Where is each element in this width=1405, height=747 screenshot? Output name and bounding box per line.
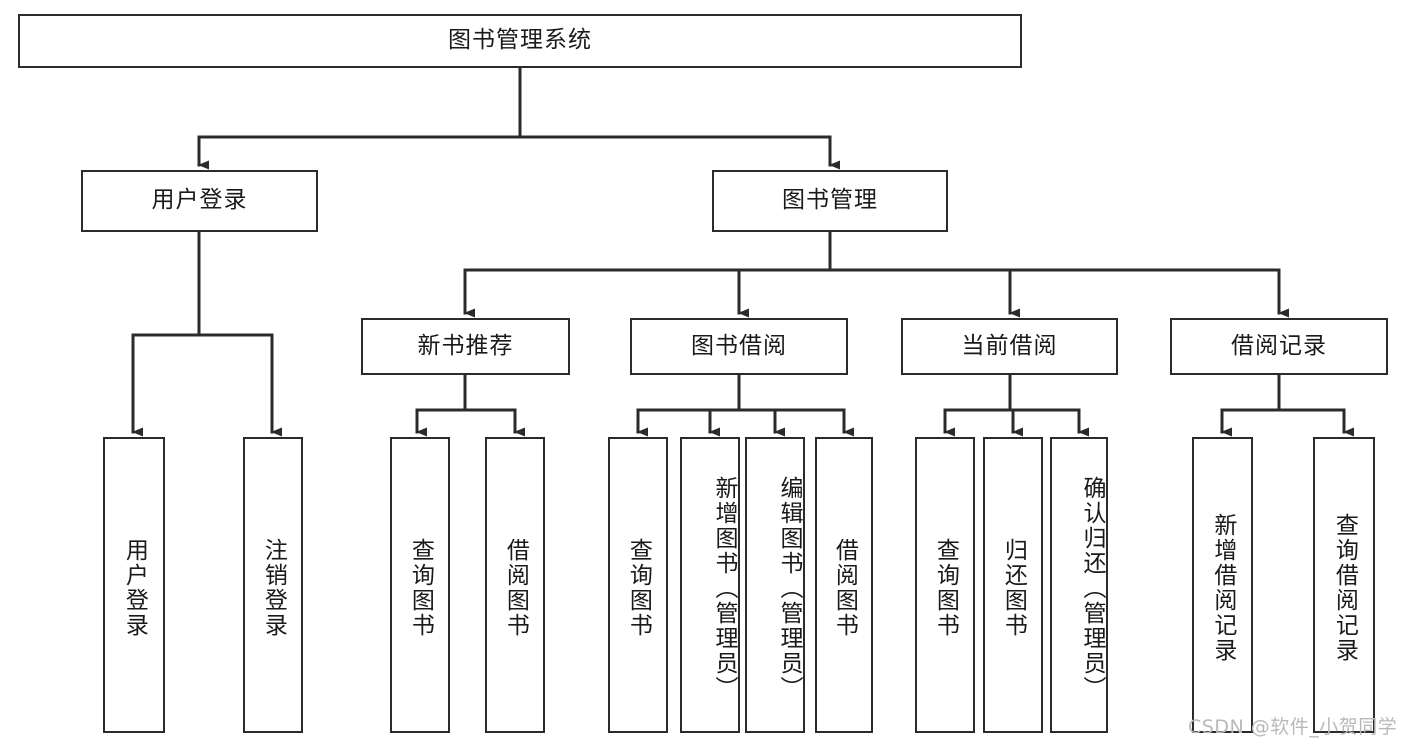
node-leaf-confirm-return-label: 确认归还（管理员）: [1079, 475, 1105, 701]
node-leaf-query-book-2[interactable]: 查询图书: [608, 437, 668, 733]
csdn-watermark: CSDN @软件_小贺同学: [1188, 716, 1398, 738]
node-borrow-record[interactable]: 借阅记录: [1170, 318, 1388, 375]
node-leaf-query-book-2-label: 查询图书: [625, 538, 652, 638]
node-leaf-add-record[interactable]: 新增借阅记录: [1192, 437, 1253, 733]
node-leaf-query-book-1-label: 查询图书: [407, 538, 434, 638]
node-current-borrow[interactable]: 当前借阅: [901, 318, 1118, 375]
node-leaf-query-record-label: 查询借阅记录: [1331, 513, 1358, 663]
node-root-label: 图书管理系统: [448, 27, 592, 54]
node-leaf-return-book-label: 归还图书: [1000, 538, 1027, 638]
node-leaf-edit-book[interactable]: 编辑图书（管理员）: [745, 437, 805, 733]
node-leaf-query-book-3[interactable]: 查询图书: [915, 437, 975, 733]
node-current-borrow-label: 当前借阅: [961, 332, 1058, 359]
node-leaf-borrow-book-2[interactable]: 借阅图书: [815, 437, 873, 733]
node-leaf-query-book-3-label: 查询图书: [932, 538, 959, 638]
node-borrow-record-label: 借阅记录: [1231, 332, 1327, 359]
node-book-borrow[interactable]: 图书借阅: [630, 318, 848, 375]
node-root[interactable]: 图书管理系统: [18, 14, 1022, 68]
node-leaf-add-book-label: 新增图书（管理员）: [711, 475, 737, 701]
node-leaf-logout-label: 注销登录: [260, 538, 287, 638]
node-leaf-query-record[interactable]: 查询借阅记录: [1313, 437, 1375, 733]
node-leaf-query-book-1[interactable]: 查询图书: [390, 437, 450, 733]
node-leaf-user-login-label: 用户登录: [121, 538, 148, 638]
node-user-login-label: 用户登录: [151, 187, 248, 214]
node-new-book-rec[interactable]: 新书推荐: [361, 318, 570, 375]
node-book-borrow-label: 图书借阅: [691, 332, 787, 359]
node-leaf-return-book[interactable]: 归还图书: [983, 437, 1043, 733]
node-leaf-add-book[interactable]: 新增图书（管理员）: [680, 437, 740, 733]
node-leaf-confirm-return[interactable]: 确认归还（管理员）: [1050, 437, 1108, 733]
node-leaf-borrow-book-2-label: 借阅图书: [831, 538, 858, 638]
node-leaf-edit-book-label: 编辑图书（管理员）: [776, 475, 802, 701]
node-leaf-borrow-book-1[interactable]: 借阅图书: [485, 437, 545, 733]
node-leaf-borrow-book-1-label: 借阅图书: [502, 538, 529, 638]
node-book-manage[interactable]: 图书管理: [712, 170, 948, 232]
node-leaf-logout[interactable]: 注销登录: [243, 437, 303, 733]
node-book-manage-label: 图书管理: [782, 187, 878, 214]
node-new-book-rec-label: 新书推荐: [417, 332, 514, 359]
node-user-login[interactable]: 用户登录: [81, 170, 318, 232]
node-leaf-add-record-label: 新增借阅记录: [1209, 513, 1236, 663]
node-leaf-user-login[interactable]: 用户登录: [103, 437, 165, 733]
